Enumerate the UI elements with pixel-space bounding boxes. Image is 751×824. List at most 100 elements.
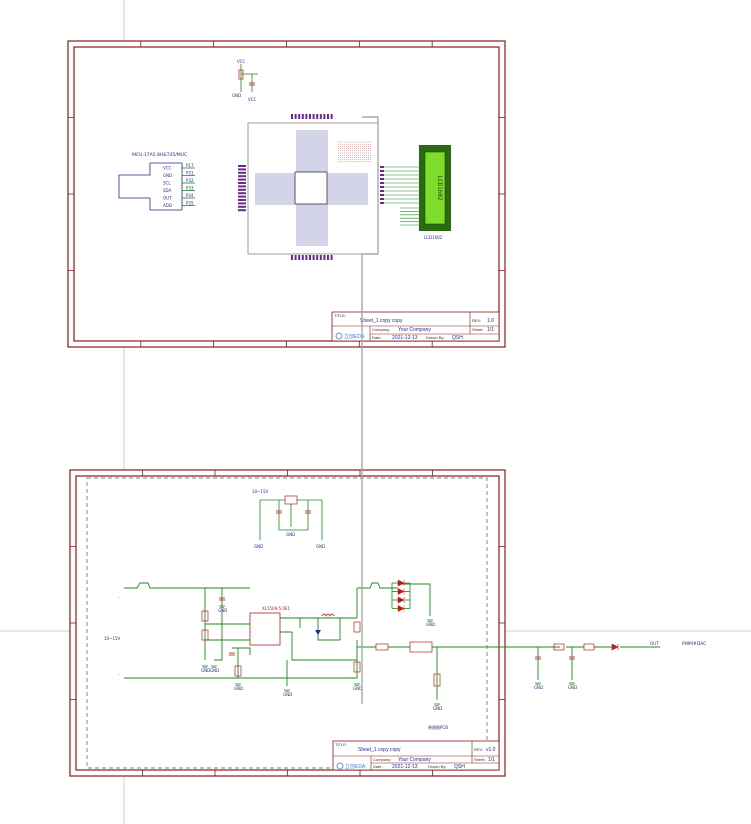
gnd-label: GND xyxy=(426,622,435,627)
buck-converter-ic[interactable]: XL1509-5.0E1 xyxy=(249,606,290,646)
regulator-chip[interactable] xyxy=(284,495,298,505)
output-net-label: PWM#DAC xyxy=(682,641,706,647)
sheet-2-sheet: 1/1 xyxy=(488,757,495,763)
sheet-1-title: Sheet_1 copy copy xyxy=(360,318,403,324)
module-pin-label: SDA xyxy=(163,188,172,193)
gnd-label: GND xyxy=(534,685,543,690)
vcc-divider[interactable]: VCC GND VCC xyxy=(232,59,258,102)
sheet-2-date: 2021-12-13 xyxy=(392,764,418,770)
sheet-1-logo: 立创EDA xyxy=(344,333,365,340)
diode-d1[interactable] xyxy=(315,630,321,635)
inductor-l1[interactable] xyxy=(321,613,335,617)
sheet-1-title-label: TITLE: xyxy=(334,313,346,318)
mcu-net-stub-bottom xyxy=(309,255,311,260)
gnd-label: GND xyxy=(234,686,243,691)
bottom-note: 原理图PCB xyxy=(428,724,448,730)
sheet-1-drawn-label: Drawn By: xyxy=(426,335,444,340)
module-net-label: P32 xyxy=(186,178,194,183)
potentiometer-rp1[interactable] xyxy=(433,673,441,687)
mcu-left-net-stub xyxy=(238,175,246,178)
mcu-left-net-stub xyxy=(238,168,246,171)
gnd-label: GND xyxy=(353,686,362,691)
sheet-2-logo-icon xyxy=(336,762,344,770)
sheet-1-frame-ticks xyxy=(68,41,505,347)
module-outline xyxy=(118,162,183,211)
input-voltage-label: 10~15V xyxy=(104,636,121,641)
mcu-left-net-stub xyxy=(238,199,246,201)
gnd-label: GND xyxy=(201,668,210,673)
vcc-label-2: VCC xyxy=(248,97,257,102)
resistor-r3[interactable] xyxy=(201,629,209,641)
sheet-1-title-block: TITLE: Sheet_1 copy copy REV: 1.0 Compan… xyxy=(331,311,500,342)
resistor-r8[interactable] xyxy=(553,643,565,651)
lcd-net-stub xyxy=(380,186,384,188)
module-pin-label: VCC xyxy=(163,166,172,171)
sheet-2-title-block: TITLE: Sheet_1 copy copy REV: v1.0 Compa… xyxy=(332,740,500,771)
input-minus-label: - xyxy=(118,595,120,600)
regulator-gnd-3: GND xyxy=(316,544,325,549)
module-net-label: P33 xyxy=(186,186,194,191)
mosfet-q1[interactable] xyxy=(409,641,433,653)
mcu-net-stub-bottom xyxy=(312,255,315,260)
module-net-label: P34 xyxy=(186,193,194,198)
mcu-net-stub-bottom xyxy=(316,255,319,260)
mcu-net-stub-top xyxy=(309,114,311,119)
lcd-net-stub xyxy=(380,174,384,176)
led-array[interactable] xyxy=(391,579,411,612)
gnd-label-1: GND xyxy=(232,93,241,98)
sheet-2-sheet-label: Sheet: xyxy=(474,757,486,762)
resistor-r1[interactable] xyxy=(238,69,244,80)
regulator-u1[interactable]: 10~15V GND GND GND xyxy=(252,489,325,549)
resistor-r2[interactable] xyxy=(201,610,209,622)
diode-d2[interactable] xyxy=(611,643,619,651)
sheet-2-title-label: TITLE: xyxy=(335,742,347,747)
mcu-left-net-stub xyxy=(238,165,246,167)
lcd-net-stub xyxy=(380,202,384,204)
sheet-2[interactable]: 10~15V GND GND GND xyxy=(69,469,706,777)
module-net-label: P35 xyxy=(186,201,194,206)
mcu-net-stub-bottom xyxy=(294,255,297,260)
sheet-2-drawn: QSH xyxy=(454,764,465,770)
resistor-r7[interactable] xyxy=(375,643,389,651)
sheet-2-outer-frame xyxy=(69,469,506,777)
sheet-2-company-label: Company: xyxy=(373,757,391,762)
gnd-label: GND xyxy=(568,685,577,690)
mcu-left-nets xyxy=(238,165,246,212)
mcu-net-stub-bottom xyxy=(298,255,301,260)
gnd-label: GND xyxy=(283,692,292,697)
selection-cursor-line[interactable] xyxy=(361,116,379,704)
mcu-net-stub-bottom xyxy=(291,255,293,260)
mcu-net-stub-bottom xyxy=(319,255,322,260)
sheet-1-rev: 1.0 xyxy=(487,318,494,324)
converter-chip[interactable] xyxy=(249,612,281,646)
mcu-left-net-stub xyxy=(238,185,246,188)
mcu-left-net-stub xyxy=(238,195,246,198)
output-label: OUT xyxy=(650,641,659,646)
sheet-2-rev: v1.0 xyxy=(486,747,496,753)
gnd-label: GND xyxy=(210,668,219,673)
sheet-2-company: Your Company xyxy=(398,757,431,763)
mcu-net-stub-bottom xyxy=(327,255,329,260)
mcu-net-stub-top xyxy=(298,114,301,119)
resistor-r6[interactable] xyxy=(353,661,361,673)
lcd1602[interactable]: LCD1602 LCD1602 xyxy=(419,145,451,240)
sheet-2-frame-ticks xyxy=(70,470,505,776)
resistor-r5[interactable] xyxy=(353,621,361,633)
resistor-r9[interactable] xyxy=(583,643,595,651)
sheet-1-logo-icon xyxy=(335,332,343,340)
mcu-chip[interactable] xyxy=(294,171,328,205)
mcu-net-stub-top xyxy=(294,114,297,119)
mcu-left-net-stub xyxy=(238,202,246,205)
module-net-label: P31 xyxy=(186,171,194,176)
sheet-2-dashed-area xyxy=(86,477,488,769)
mcu-net-stub-top xyxy=(316,114,319,119)
mcu-net-stub-top xyxy=(323,114,326,119)
mcu-net-stub-top xyxy=(305,114,308,119)
resistor-r4[interactable] xyxy=(234,665,242,677)
lcd-screen-text: LCD1602 xyxy=(436,175,443,201)
mcu-net-stub-top xyxy=(330,114,333,119)
